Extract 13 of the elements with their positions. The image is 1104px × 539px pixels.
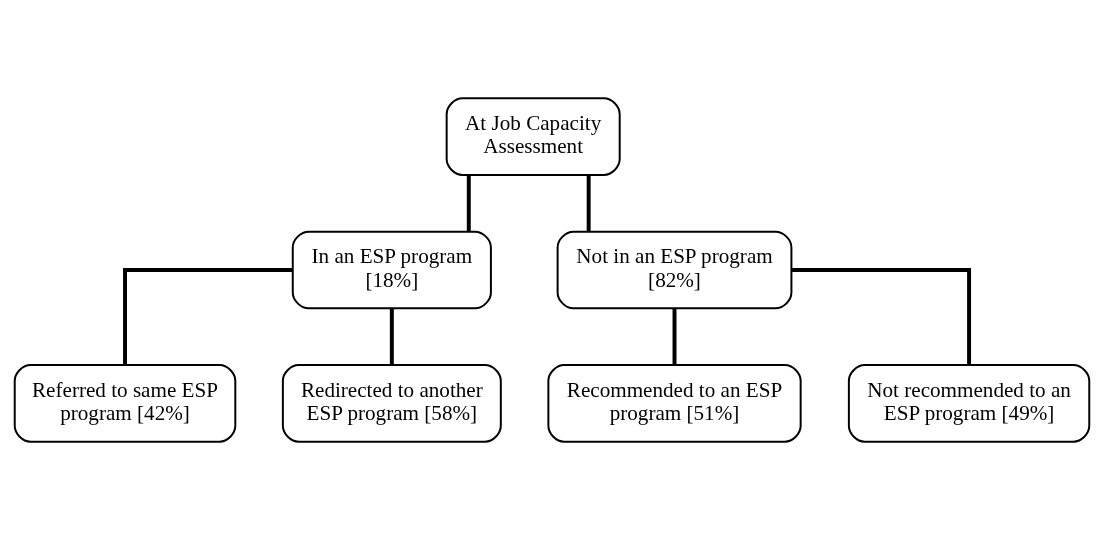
node-box: Recommended to an ESP program [51%] — [547, 363, 802, 443]
node-box: Not recommended to an ESP program [49%] — [847, 363, 1091, 443]
connector — [466, 174, 471, 231]
node-box: Referred to same ESP program [42%] — [13, 363, 237, 443]
node-box: At Job Capacity Assessment — [445, 96, 621, 176]
connector — [791, 267, 972, 365]
node-box: Not in an ESP program [82%] — [556, 230, 793, 309]
node-box: Redirected to another ESP program [58%] — [281, 363, 502, 443]
connector — [586, 174, 591, 231]
connector — [389, 308, 394, 365]
connector — [672, 308, 677, 365]
node-box: In an ESP program [18%] — [291, 230, 492, 309]
connector — [123, 267, 293, 365]
